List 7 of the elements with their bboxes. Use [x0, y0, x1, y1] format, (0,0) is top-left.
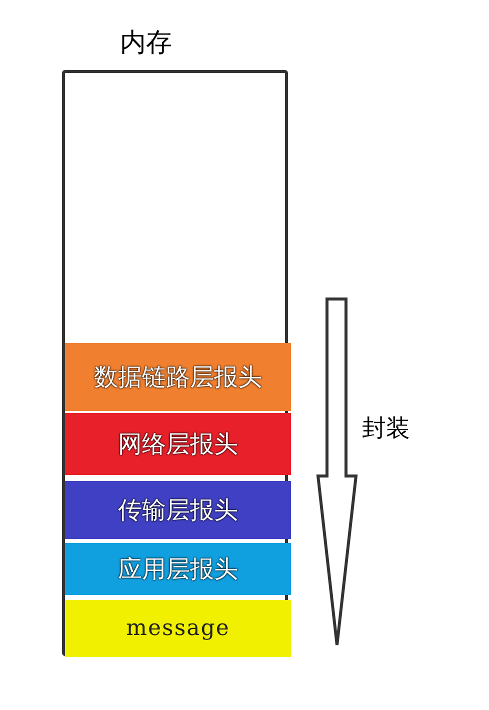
- container-heading: 内存: [120, 27, 172, 60]
- header-band: 网络层报头: [65, 413, 291, 475]
- header-band: 传输层报头: [65, 481, 291, 539]
- header-band: 数据链路层报头: [65, 343, 291, 411]
- header-band: message: [65, 600, 291, 657]
- direction-label: 封装: [362, 413, 410, 444]
- header-band: 应用层报头: [65, 543, 291, 595]
